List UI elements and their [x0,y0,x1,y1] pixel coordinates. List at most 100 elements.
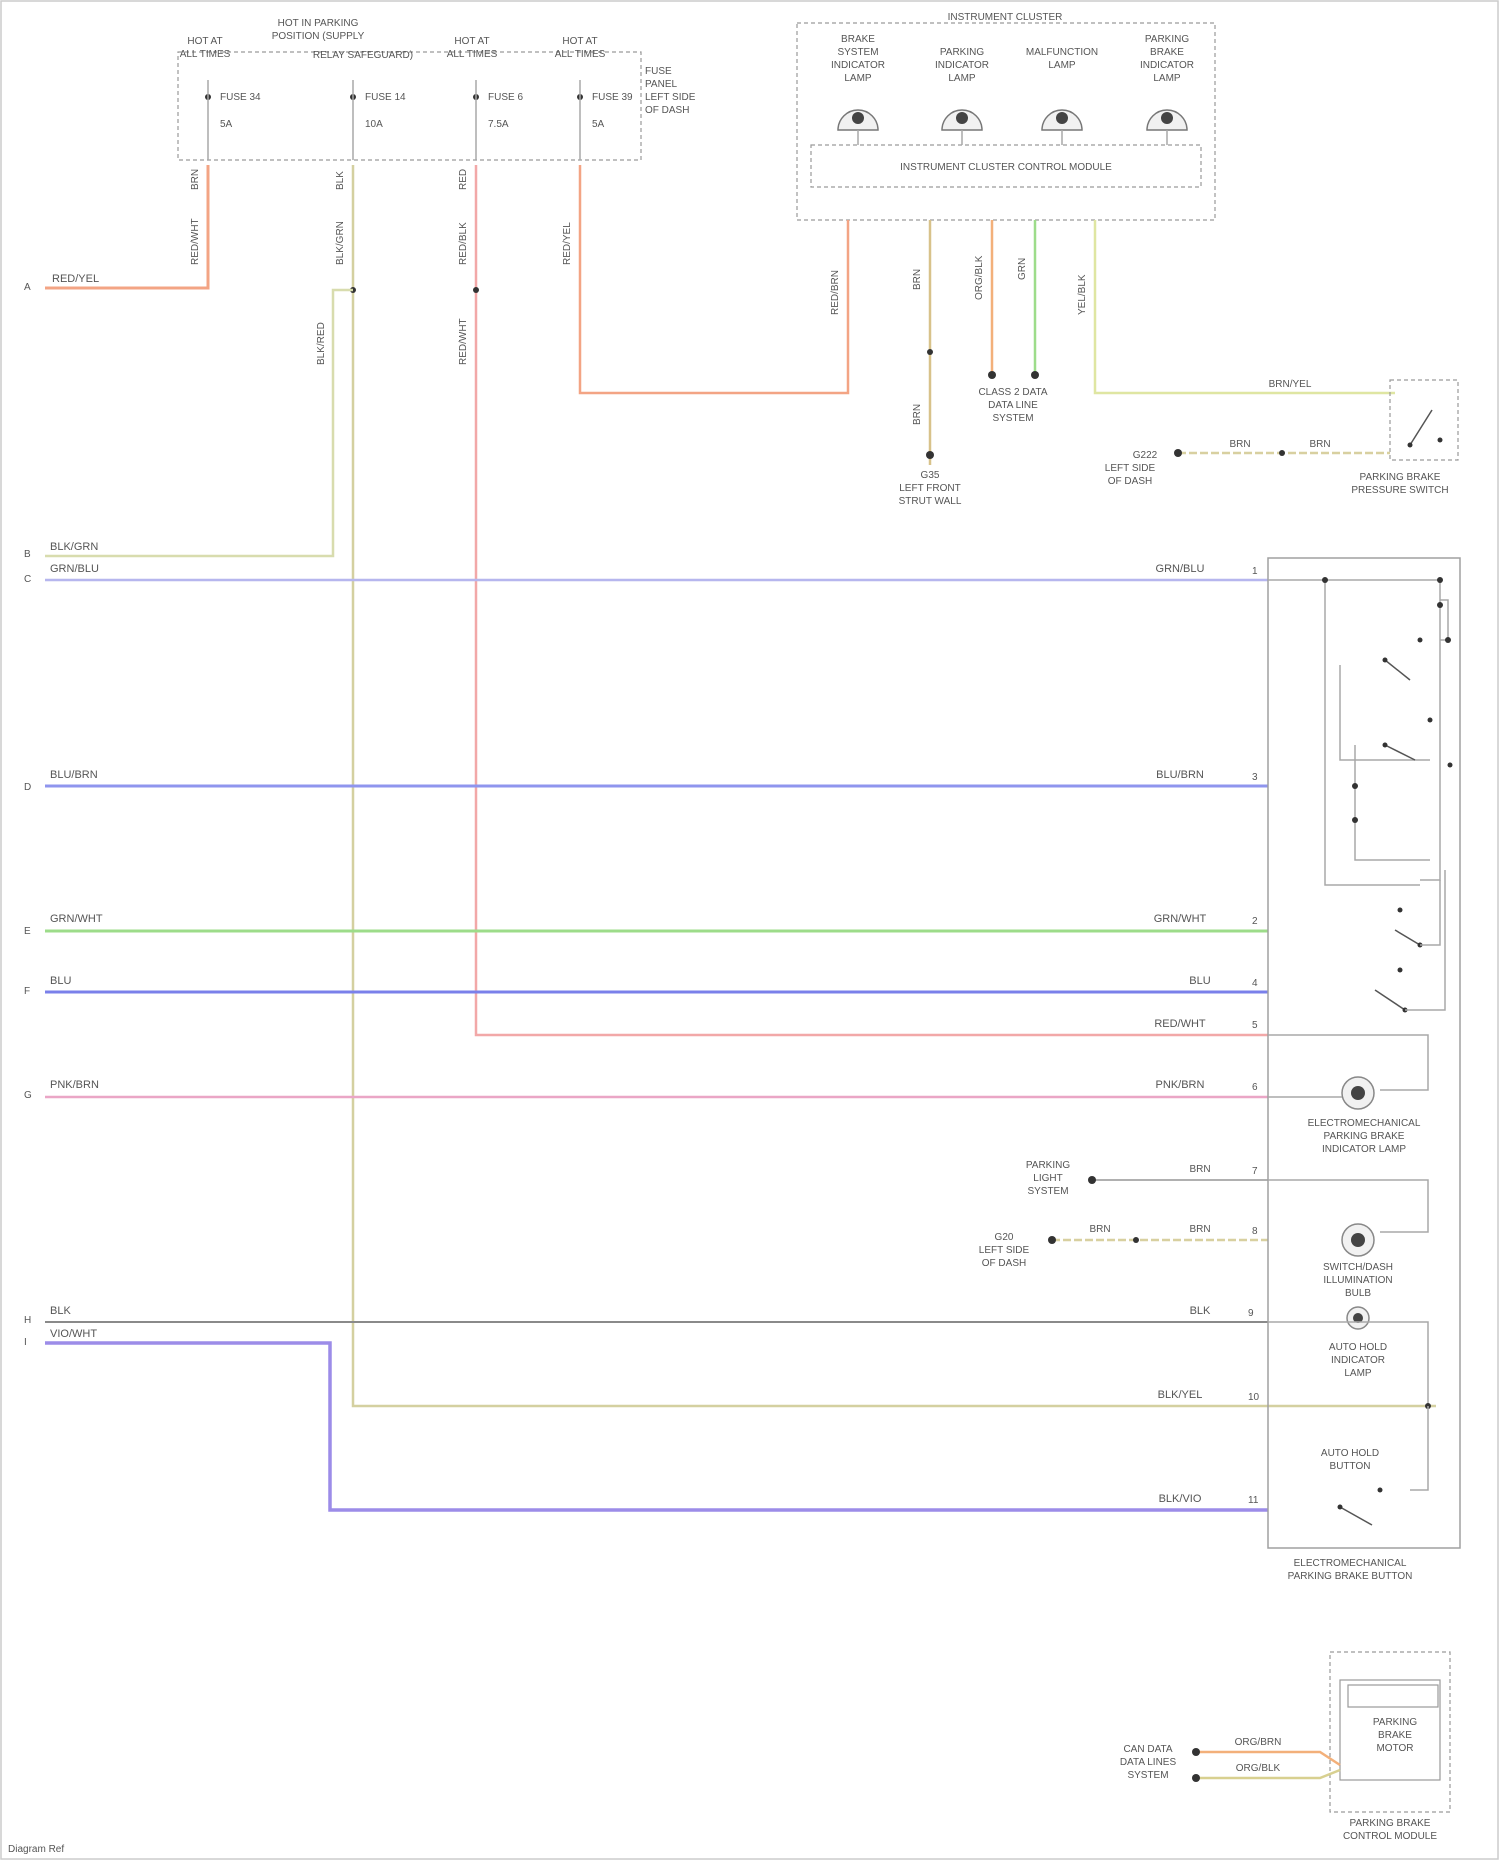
fuse6-label: FUSE 6 [488,92,523,103]
cluster-module-label: INSTRUMENT CLUSTER CONTROL MODULE [900,162,1112,173]
wire-label-brn-g2: BRN [1309,439,1330,450]
pin-1: 1 [1252,566,1258,577]
letter-d: D [24,782,31,793]
pin-4: 4 [1252,978,1258,989]
g20-label-2: LEFT SIDE [979,1245,1030,1256]
wire-yel-blk [1095,220,1395,393]
wire-label-blk-vio-right: BLK/VIO [1159,1493,1202,1505]
auto-hold-button-contact [1340,1507,1372,1525]
auto-lamp-label-1: AUTO HOLD [1329,1342,1387,1353]
node-4 [1445,637,1451,643]
switch-4-term [1398,968,1403,973]
internal-bus-6 [1420,880,1440,945]
fuse-box: HOT IN PARKING POSITION (SUPPLY RELAY SA… [178,18,696,160]
autohold-button-label-2: BUTTON [1330,1461,1371,1472]
switch-contact-1 [1385,660,1410,680]
fuse39-header-2: ALL TIMES [555,49,606,60]
switch-2-term [1428,718,1433,723]
pedal-label-1: PARKING [1026,1160,1070,1171]
pin-8: 8 [1252,1226,1258,1237]
parking-brake-indicator-lamp-bulb [1161,112,1173,124]
fuse34-header-2: ALL TIMES [180,49,231,60]
fuse14-amps: 10A [365,119,383,130]
lamp2-text-2: INDICATOR [935,60,989,71]
lamp2-text-3: LAMP [948,73,976,84]
can-l-terminal [1192,1748,1200,1756]
fuse6-header-1: HOT AT [454,36,489,47]
parking-brake-button-title-1: ELECTROMECHANICAL [1294,1558,1407,1569]
em-lamp-label-2: PARKING BRAKE [1324,1131,1405,1142]
ground-g35-label-3: STRUT WALL [899,496,962,507]
lamp3-text-1: MALFUNCTION [1026,47,1098,58]
motor-label-3: MOTOR [1376,1743,1413,1754]
wire-label-red-wht-v: RED/WHT [458,318,469,365]
g222-label-2: LEFT SIDE [1105,463,1156,474]
lamp1-text-1: BRAKE [841,34,875,45]
wire-label-blu-brn-right: BLU/BRN [1156,769,1204,781]
internal-bus-5 [1355,745,1430,860]
auto-hold-button-term [1378,1488,1383,1493]
ground-g222 [1174,449,1182,457]
motor-label-1: PARKING [1373,1717,1417,1728]
lamp4-text-3: INDICATOR [1140,60,1194,71]
wire-label-red-wht-v1: RED/WHT [190,218,201,265]
em-lamp-label-3: INDICATOR LAMP [1322,1144,1406,1155]
wire-label-pnk-brn-right: PNK/BRN [1156,1079,1205,1091]
switch-contact-3 [1395,930,1420,945]
wire-label-blu-brn-left: BLU/BRN [50,769,98,781]
fuse-panel-label-2: PANEL [645,79,677,90]
wire-red-yel-fuse39 [580,165,848,393]
auto-hold-button-pivot [1338,1505,1343,1510]
parking-brake-button-outline [1268,558,1460,1548]
letter-g: G [24,1090,32,1101]
illum-feed [1268,1180,1428,1232]
parking-brake-indicator-lamp: PARKING BRAKE INDICATOR LAMP [1140,34,1194,145]
letter-e: E [24,926,31,937]
wire-label-yel-blk: YEL/BLK [1077,274,1088,315]
switch-1-term [1418,638,1423,643]
wire-label-pnk-brn-left: PNK/BRN [50,1079,99,1091]
node-3 [1437,602,1443,608]
letter-f: F [24,986,30,997]
splice-fuse6 [473,287,479,293]
wire-red-wht-fuse6 [476,165,1268,1035]
wire-label-grn-blu-right: GRN/BLU [1156,563,1205,575]
ebm-module-label-2: CONTROL MODULE [1343,1831,1437,1842]
fuse-box-title-3: RELAY SAFEGUARD) [313,50,413,61]
illum-label-3: BULB [1345,1288,1371,1299]
illumination-bulb [1351,1233,1365,1247]
lamp2-text-1: PARKING [940,47,984,58]
wire-blk-grn-branch [45,290,353,556]
can-terminal-2 [1031,371,1039,379]
autohold-button-feed [1410,1406,1428,1490]
parking-brake-pressure-switch: PARKING BRAKE PRESSURE SWITCH [1351,380,1458,496]
switch-contact-2 [1385,745,1415,760]
class2-label-3: SYSTEM [992,413,1033,424]
can-h-terminal [1192,1774,1200,1782]
can-data-label-3: SYSTEM [1127,1770,1168,1781]
letter-c: C [24,574,31,585]
parking-indicator-lamp: PARKING INDICATOR LAMP [935,47,989,145]
ground-g35 [926,451,934,459]
wire-label-blk-grn-v: BLK/GRN [335,221,346,265]
wire-label-red: RED [458,169,469,190]
illum-label-2: ILLUMINATION [1323,1275,1392,1286]
can-terminal-1 [988,371,996,379]
wire-label-blk-left: BLK [50,1305,71,1317]
wire-label-bulb-brn2: BRN [1189,1224,1210,1235]
pressure-switch-box [1390,380,1458,460]
node-1 [1322,577,1328,583]
lamp4-text-4: LAMP [1153,73,1181,84]
em-lamp-label-1: ELECTROMECHANICAL [1308,1118,1421,1129]
wire-label-org-blk: ORG/BLK [974,255,985,300]
fuse-box-title-2: POSITION (SUPPLY [272,31,365,42]
letter-h: H [24,1315,31,1326]
wire-label-grn-wht-right: GRN/WHT [1154,913,1207,925]
pressure-switch-label-2: PRESSURE SWITCH [1351,485,1448,496]
malfunction-lamp-bulb [1056,112,1068,124]
switch-2-pivot [1383,743,1388,748]
lamp1-text-2: SYSTEM [837,47,878,58]
pedal-light-terminal [1088,1176,1096,1184]
wire-label-blu-right: BLU [1189,975,1210,987]
